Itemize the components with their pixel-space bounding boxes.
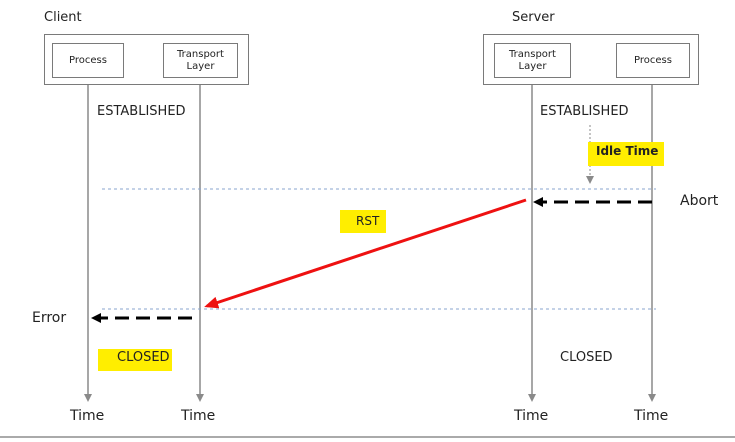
rst-label: RST [356,214,380,228]
client-process-box: Process [52,43,124,78]
abort-label: Abort [680,193,719,209]
time-label-server-process: Time [634,408,669,424]
server-closed-state: CLOSED [560,350,613,365]
time-label-client-transport: Time [181,408,216,424]
client-transport-box: Transport Layer [163,43,238,78]
rst-highlight [340,210,386,233]
server-transport-box: Transport Layer [494,43,571,78]
server-process-box: Process [616,43,690,78]
client-label: Client [44,10,82,25]
time-label-server-transport: Time [514,408,549,424]
idle-time-label: Idle Time [596,144,659,158]
error-label: Error [32,310,67,326]
time-label-client-process: Time [70,408,105,424]
client-established-state: ESTABLISHED [97,104,186,119]
client-closed-highlight [98,349,172,371]
server-established-state: ESTABLISHED [540,104,629,119]
client-closed-state: CLOSED [117,350,170,365]
server-label: Server [512,10,555,25]
rst-arrow [204,198,527,309]
idle-time-highlight [588,142,664,166]
